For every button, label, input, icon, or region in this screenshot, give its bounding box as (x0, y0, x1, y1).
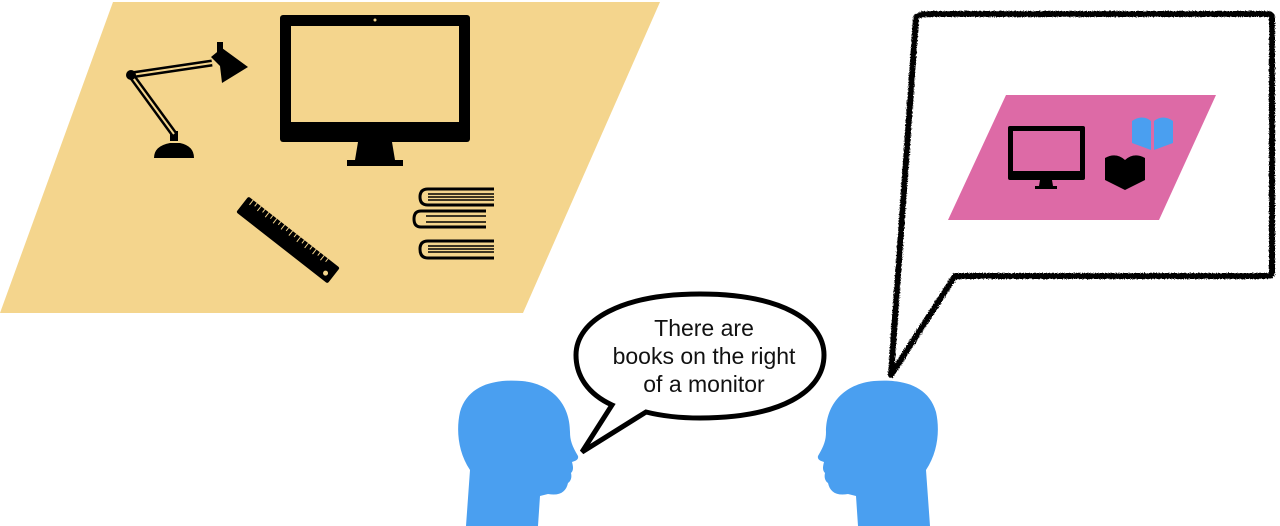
open-book-blue-icon (1132, 117, 1173, 150)
monitor-icon (280, 15, 470, 166)
listener-head-icon (817, 380, 938, 526)
imagined-desk (948, 95, 1216, 220)
speech-bubble (573, 291, 827, 455)
imagined-monitor-icon (1008, 126, 1085, 189)
desk-surface (0, 2, 660, 313)
speech-line-2: books on the right (612, 343, 796, 369)
open-book-black-icon (1105, 152, 1145, 190)
ruler-icon (236, 197, 340, 283)
stack-of-books-icon (412, 187, 494, 260)
speech-bubble-text: There are books on the right of a monito… (584, 314, 824, 398)
desk-lamp-icon (126, 42, 248, 158)
speech-line-3: of a monitor (643, 371, 765, 397)
speech-line-1: There are (654, 315, 754, 341)
speaker-head-icon (458, 380, 579, 526)
real-desk (0, 2, 660, 313)
